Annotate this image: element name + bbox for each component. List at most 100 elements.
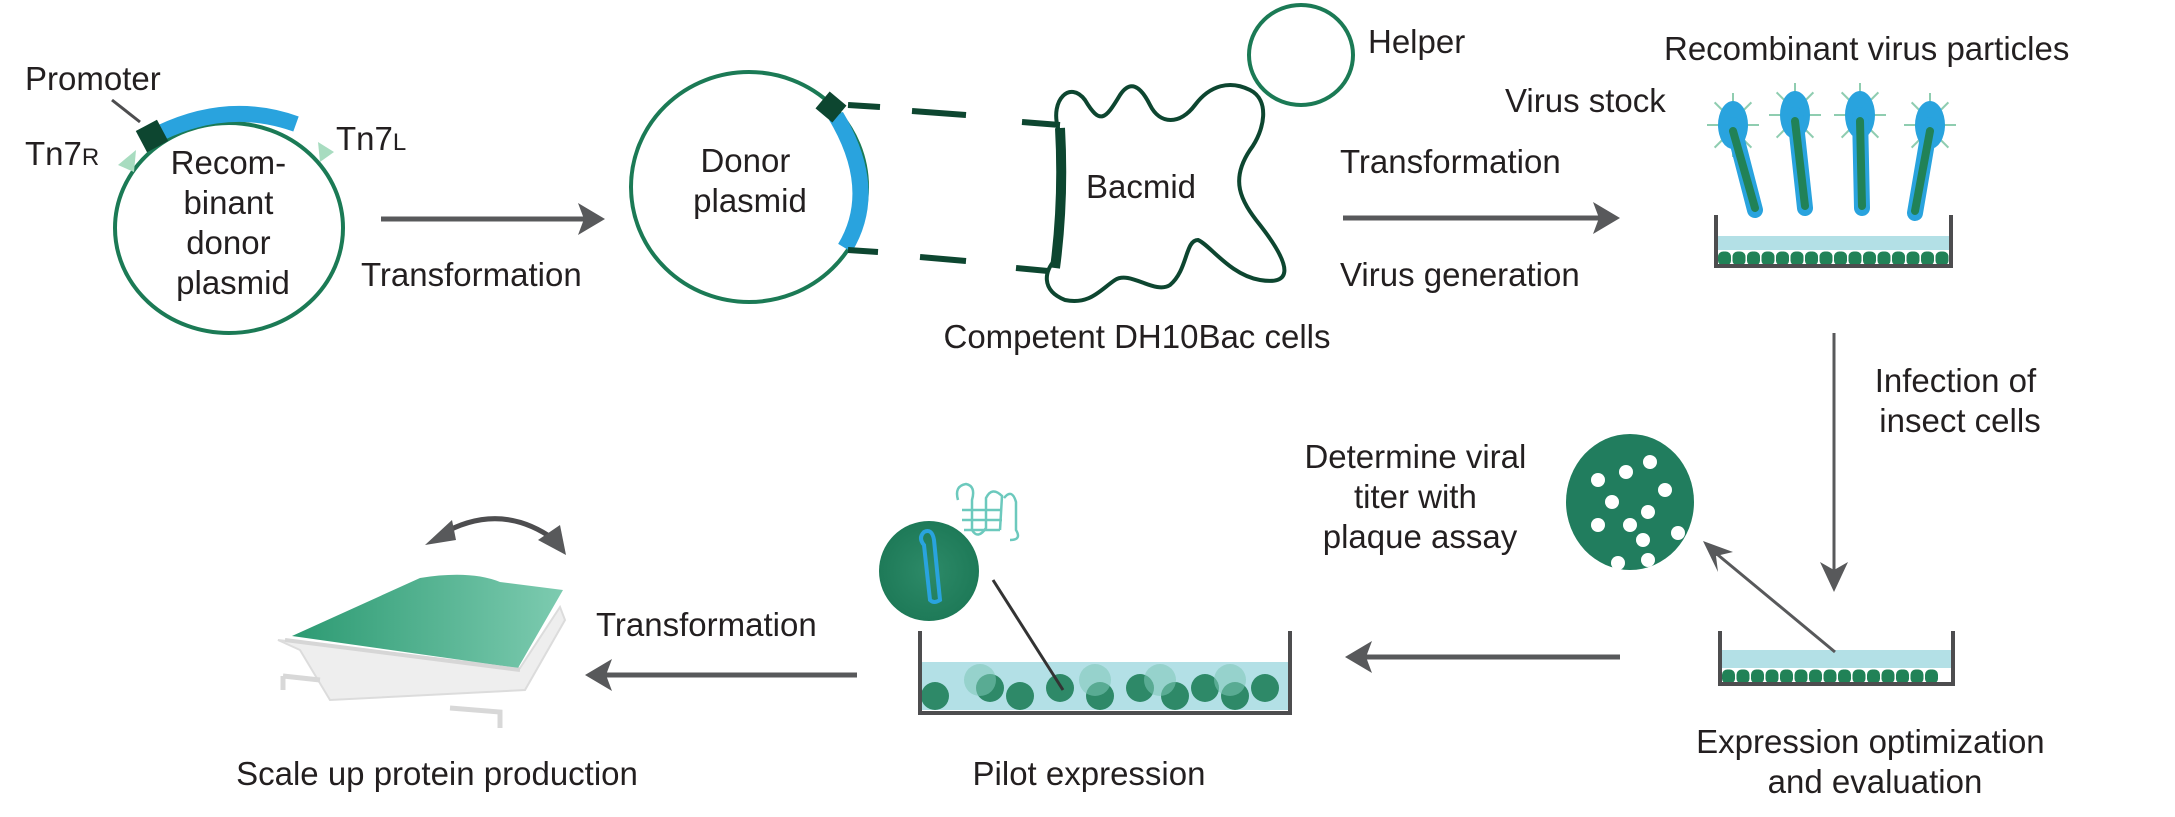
magnified-cell — [879, 521, 979, 621]
insect-cell — [1722, 669, 1735, 684]
bacmid: Bacmid Helper Competent DH10Bac cells — [943, 3, 1465, 355]
virus-dish — [1714, 215, 1953, 268]
insect-cell — [1819, 251, 1833, 266]
insect-cell — [1848, 251, 1862, 266]
insect-cell — [1718, 251, 1731, 266]
insect-cell — [1881, 669, 1895, 684]
wave-bioreactor: Scale up protein production — [236, 516, 638, 792]
gene-insert — [156, 105, 299, 141]
plaque-dot — [1591, 518, 1605, 532]
plaque-dot — [1623, 518, 1637, 532]
insect-cell — [1809, 669, 1822, 684]
expression-optimization: Expression optimization and evaluation — [1696, 541, 2054, 800]
insect-cell — [1892, 251, 1905, 266]
insect-cell — [1877, 251, 1891, 266]
insect-cell — [1867, 669, 1880, 684]
plaque-dot — [1658, 483, 1672, 497]
insect-cell — [1805, 251, 1818, 266]
insect-cell — [1921, 251, 1934, 266]
virus-particles-label: Recombinant virus particles — [1664, 30, 2069, 67]
protein-cluster — [1144, 664, 1176, 696]
arrow-head-icon — [1345, 641, 1372, 673]
step1-arrow: Transformation — [361, 203, 605, 293]
protein-cluster — [964, 664, 996, 696]
tn7l-marker-icon — [318, 142, 334, 162]
recombinant-donor-plasmid: Promoter Tn7R Tn7L Recom- binant donor p… — [25, 60, 406, 335]
insect-cell — [1780, 669, 1793, 684]
insect-cell — [1736, 669, 1750, 684]
plasmid1-label: Recom- binant donor plasmid — [171, 144, 296, 301]
plaque-dot — [1591, 473, 1605, 487]
step2-arrow: Transformation Virus generation — [1340, 143, 1620, 293]
bacmid-target-site — [1050, 127, 1067, 269]
plasmid-ring — [113, 121, 345, 335]
protein-cluster — [1214, 664, 1246, 696]
pilot-cell — [1191, 674, 1219, 702]
plaque-dot — [1641, 553, 1655, 567]
helper-label: Helper — [1368, 23, 1465, 60]
protein-structure-icon — [955, 482, 1020, 542]
pilot-label: Pilot expression — [973, 755, 1206, 792]
plaque-plate — [1566, 434, 1694, 570]
protein-cluster — [1079, 664, 1111, 696]
donor-label: Donor plasmid — [693, 142, 807, 219]
plaque-dot — [1671, 526, 1685, 540]
diagonal-arrow — [1711, 548, 1836, 654]
arrow-head-icon — [578, 203, 605, 235]
virus-stock-label: Virus stock — [1505, 82, 1666, 119]
insect-cell — [1925, 669, 1938, 684]
step4-arrow: Transformation — [585, 606, 857, 691]
arrow-head-icon — [1593, 202, 1620, 234]
plaque-dot — [1605, 495, 1619, 509]
plaque-dot — [1611, 556, 1625, 570]
virus-particle-icon — [1707, 93, 1763, 218]
arrow-head-icon — [1703, 541, 1733, 572]
pilot-cell — [921, 682, 949, 710]
magnified-virus-icon — [919, 529, 943, 604]
tn7r-label: Tn7R — [25, 135, 99, 172]
rocker-leg-right — [449, 705, 503, 728]
insect-cell — [1935, 251, 1949, 266]
donor-promoter-block — [815, 91, 847, 123]
insect-cell — [1776, 251, 1789, 266]
insect-cell — [1761, 251, 1775, 266]
insect-cell — [1906, 251, 1920, 266]
pilot-expression: Pilot expression — [879, 482, 1292, 792]
pilot-cell — [1006, 682, 1034, 710]
promoter-block — [135, 119, 169, 153]
insect-cell — [1747, 251, 1760, 266]
virus-particle-icon — [1769, 83, 1821, 216]
insect-cell — [1790, 251, 1804, 266]
plaque-dot — [1636, 533, 1650, 547]
virus-stock: Recombinant virus particles Virus stock — [1505, 30, 2069, 268]
bacmid-outline — [1044, 83, 1287, 303]
tn7r-marker-icon — [118, 150, 136, 172]
insect-cell — [1823, 669, 1837, 684]
insect-cell — [1838, 669, 1851, 684]
insect-cell — [1852, 669, 1866, 684]
plaque-dot — [1619, 465, 1633, 479]
tn7l-label: Tn7L — [336, 120, 406, 157]
magnify-pointer — [991, 579, 1065, 691]
scaleup-label: Scale up protein production — [236, 755, 638, 792]
promoter-label: Promoter — [25, 60, 161, 97]
competent-cells-label: Competent DH10Bac cells — [943, 318, 1330, 355]
donor-plasmid: Donor plasmid — [629, 70, 869, 304]
step3-arrow: Infection of insect cells — [1820, 333, 2046, 592]
insect-cell — [1732, 251, 1746, 266]
step4-label: Transformation — [596, 606, 817, 643]
promoter-pointer — [111, 98, 141, 124]
cell-bag — [292, 574, 563, 668]
step2-top-label: Transformation — [1340, 143, 1561, 180]
step1-label: Transformation — [361, 256, 582, 293]
transposition-dashes — [847, 102, 1061, 274]
expression-label: Expression optimization and evaluation — [1696, 723, 2054, 800]
plaque-dot — [1643, 455, 1657, 469]
helper-plasmid — [1247, 3, 1355, 107]
insect-cell — [1863, 251, 1876, 266]
rocker-leg-left — [280, 673, 321, 690]
infection-label: Infection of insect cells — [1875, 362, 2046, 439]
donor-insert — [829, 111, 869, 253]
virus-particle-icon — [1834, 83, 1886, 216]
